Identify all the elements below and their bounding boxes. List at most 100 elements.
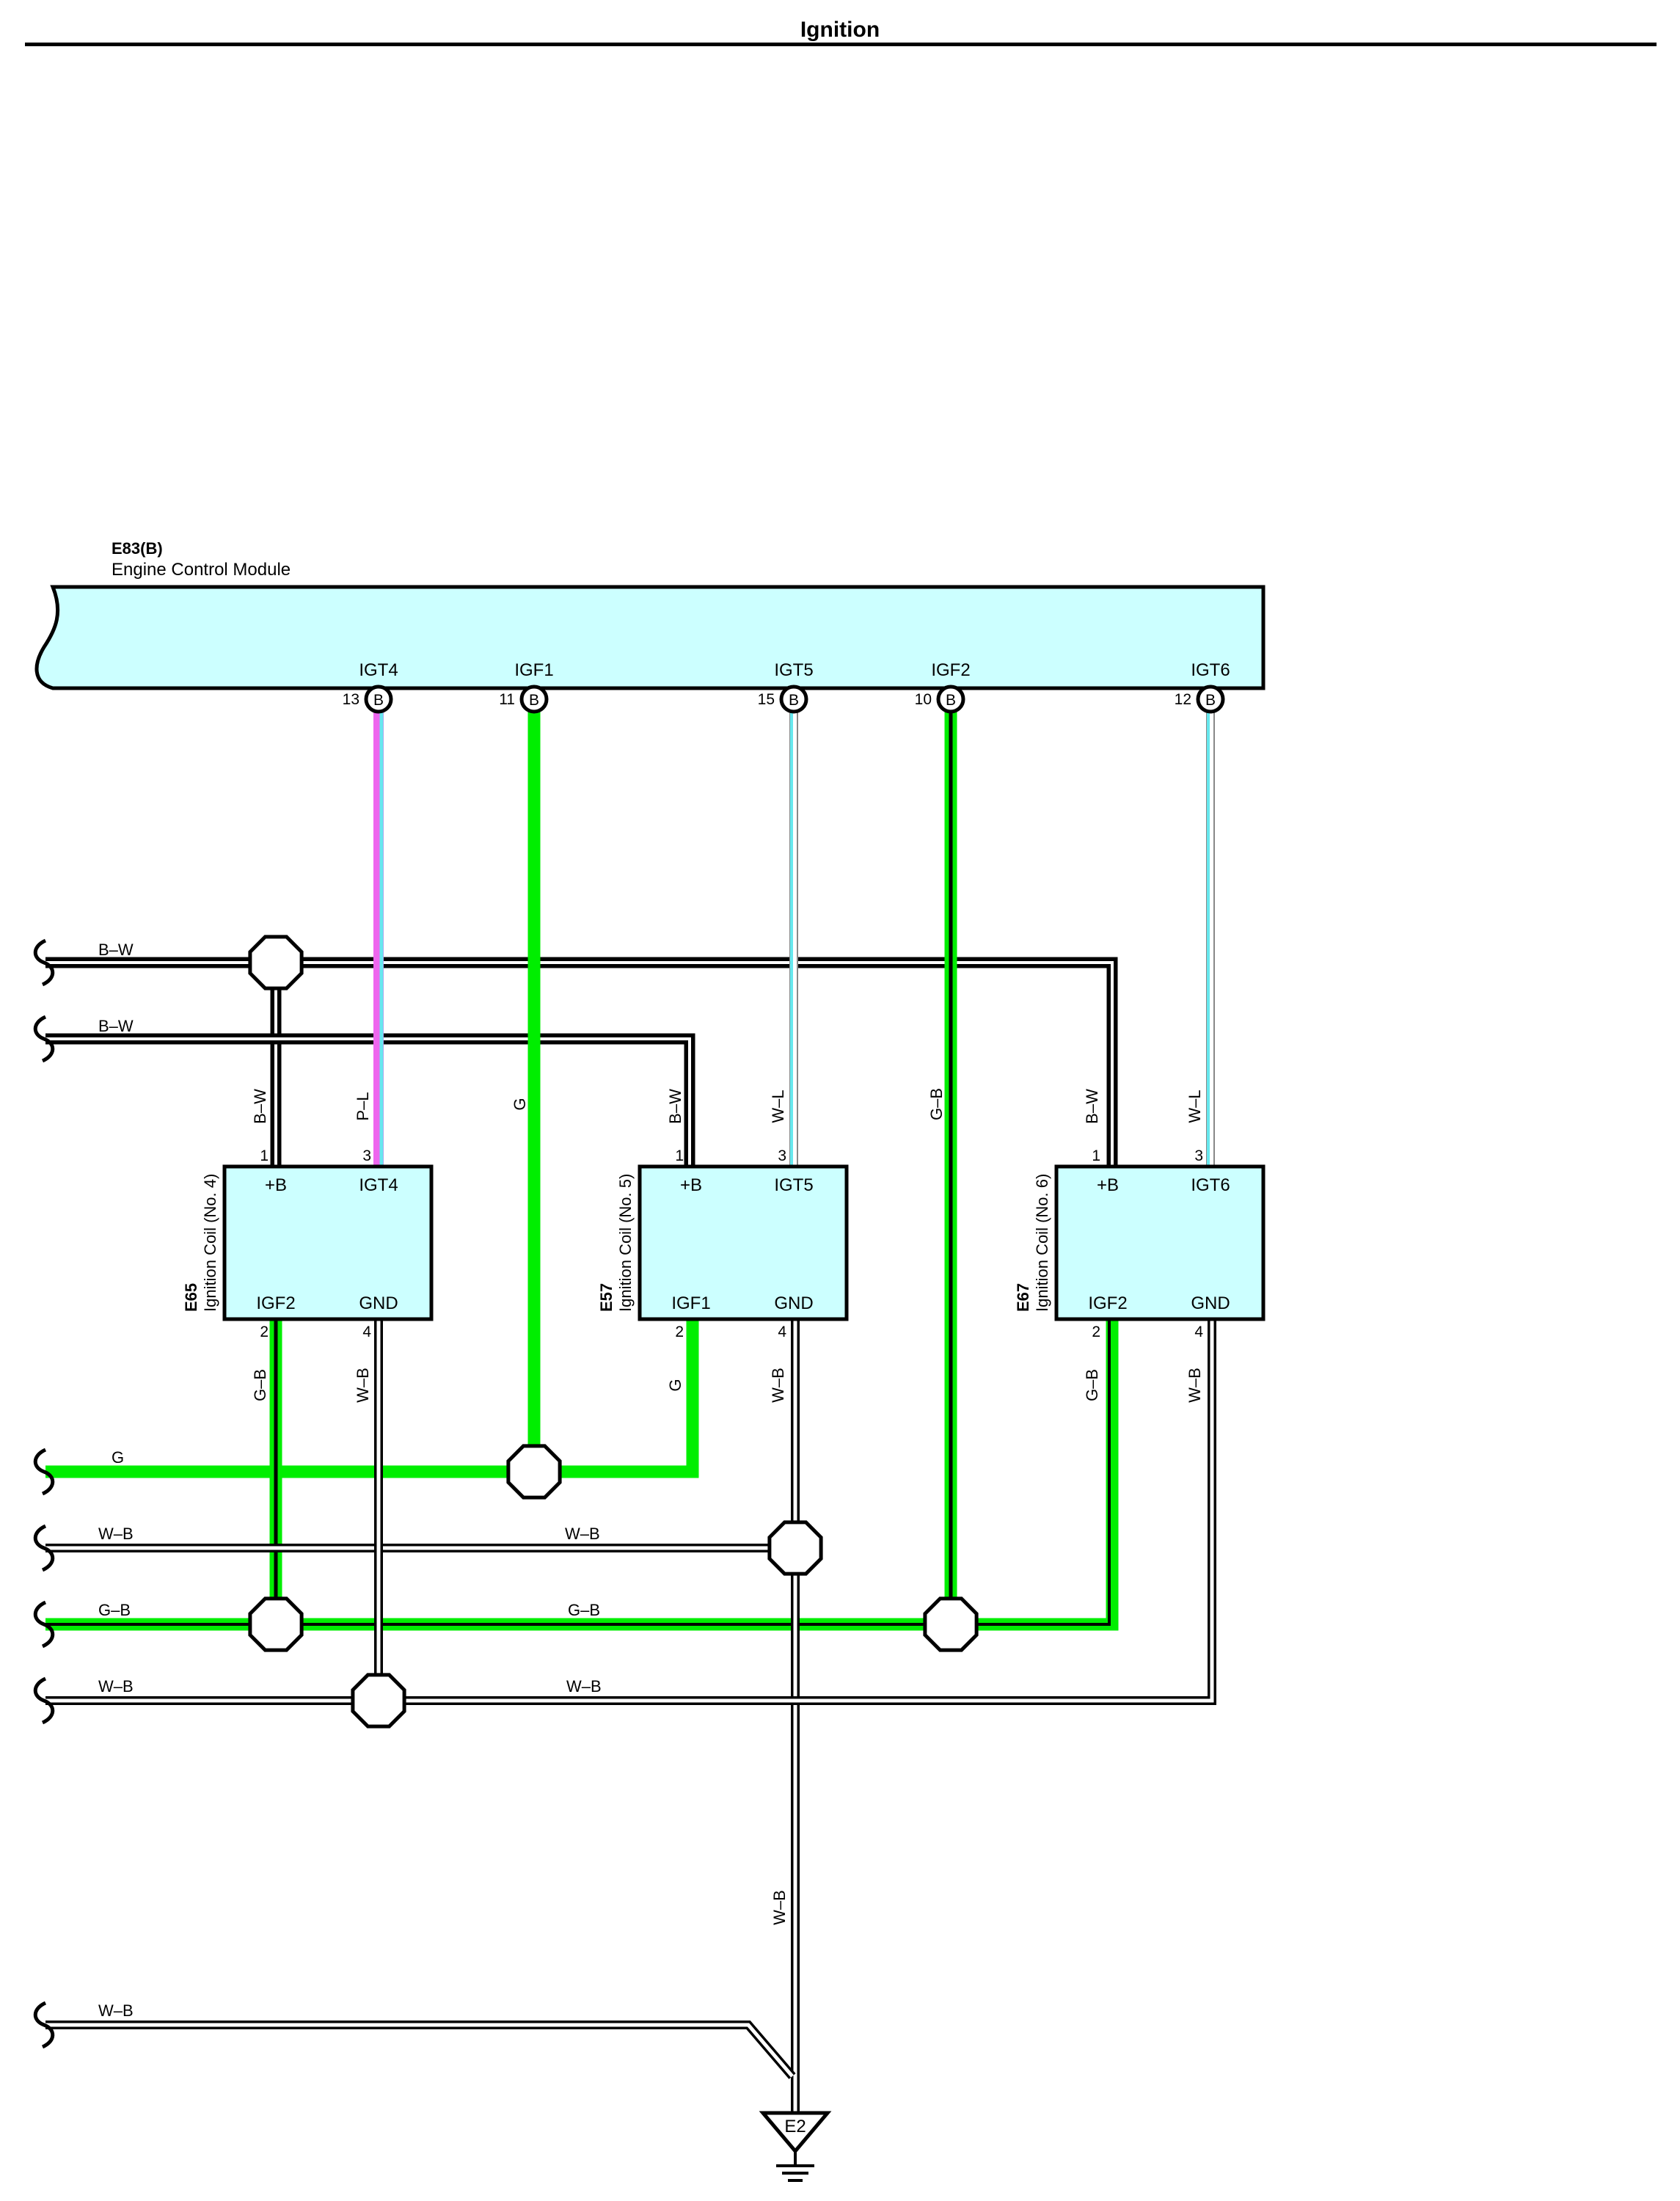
ecm-name: Engine Control Module	[112, 560, 291, 580]
coil-name: Ignition Coil (No. 5)	[616, 1174, 635, 1312]
coil-terminal-tr: IGT5	[774, 1175, 813, 1195]
coil-wire-1: B–W	[666, 1089, 684, 1124]
break-mark	[33, 2001, 55, 2049]
ground-id: E2	[784, 2117, 806, 2136]
coil-wire-3: W–L	[769, 1089, 787, 1123]
label-bus-wb2-left: W–B	[98, 1677, 134, 1696]
coil-pin-3: 3	[778, 1147, 786, 1164]
wire-g-bus	[45, 1319, 699, 1478]
coil-body	[1054, 1164, 1266, 1321]
label-bus-gb-mid: G–B	[568, 1601, 600, 1619]
svg-text:B: B	[946, 692, 956, 709]
bus-wire-labels: B–W B–W G W–B W–B G–B G–B W–B W–B W–B G …	[98, 941, 946, 2020]
splice-node	[506, 1444, 562, 1500]
coil-name: Ignition Coil (No. 6)	[1033, 1174, 1051, 1312]
coil-id: E67	[1014, 1283, 1032, 1312]
svg-text:B: B	[373, 692, 384, 709]
header-rule	[25, 43, 1657, 46]
svg-text:11: 11	[499, 691, 515, 708]
wire-wb-bus-2-core	[45, 1319, 1214, 1703]
label-igf1-vertical: G	[511, 1098, 529, 1110]
wire-bw-bus-2-core	[45, 1037, 691, 1167]
coil-wire-1: B–W	[1083, 1089, 1101, 1124]
coil-pin-2: 2	[675, 1324, 684, 1340]
coil-id: E57	[597, 1283, 616, 1312]
label-bus-wb1-left: W–B	[98, 1525, 134, 1543]
svg-text:B: B	[529, 692, 539, 709]
ground-triangle	[759, 2111, 832, 2154]
label-bus-bw1: B–W	[98, 941, 134, 959]
coil-pin-1: 1	[675, 1147, 684, 1164]
coil-wire-2: G–B	[251, 1369, 269, 1401]
coil-name: Ignition Coil (No. 4)	[201, 1174, 219, 1312]
ecm-terminal-igf2: IGF2	[931, 660, 970, 680]
svg-text:B: B	[1205, 692, 1216, 709]
wire-wb-bus-3-core	[45, 2023, 794, 2078]
coil-body	[638, 1164, 849, 1321]
coil-pin-4: 4	[778, 1324, 786, 1340]
coil-terminal-tl: +B	[265, 1175, 287, 1195]
coil-terminal-br: GND	[774, 1293, 813, 1313]
coil-wire-3: W–L	[1186, 1089, 1204, 1123]
break-mark	[33, 1015, 55, 1063]
coil-terminal-bl: IGF2	[1088, 1293, 1127, 1313]
label-igf2-vertical: G–B	[927, 1088, 946, 1120]
svg-text:B: B	[789, 692, 799, 709]
ecm-terminal-igt6: IGT6	[1191, 660, 1230, 680]
splice-node	[767, 1520, 823, 1576]
wire-gb-bus-stripe	[45, 1319, 1111, 1626]
label-ground-vertical: W–B	[770, 1890, 789, 1925]
coil-wire-1: B–W	[251, 1089, 269, 1124]
coil-pin-1: 1	[260, 1147, 269, 1164]
wire-wb-bus-2	[45, 1319, 1216, 1705]
coil-wire-4: W–B	[1186, 1368, 1204, 1403]
splice-node	[248, 1596, 304, 1652]
coil-terminal-tl: +B	[680, 1175, 702, 1195]
coil-pin-3: 3	[362, 1147, 371, 1164]
wire-bw-bus-1-core	[45, 961, 1114, 1167]
ecm-pin-igf2: 10 B	[915, 685, 965, 714]
break-mark	[33, 1524, 55, 1572]
svg-text:10: 10	[915, 691, 932, 708]
ecm-pin-igt4: 13 B	[343, 685, 393, 714]
coil-pin-2: 2	[1092, 1324, 1100, 1340]
coil-terminal-tr: IGT6	[1191, 1175, 1230, 1195]
coil-terminal-bl: IGF2	[256, 1293, 295, 1313]
coil-terminal-tl: +B	[1097, 1175, 1119, 1195]
ecm-pins: 13 B 11 B 15 B 10 B 12 B	[343, 685, 1225, 714]
wire-break-marks	[33, 938, 55, 2049]
coil-pin-3: 3	[1194, 1147, 1203, 1164]
label-bus-wb1-mid: W–B	[565, 1525, 600, 1543]
break-mark	[33, 1448, 55, 1496]
coil-pin-2: 2	[260, 1324, 269, 1340]
ecm: E83(B) Engine Control Module IGT4 IGF1 I…	[34, 539, 1266, 690]
coil-wire-4: W–B	[769, 1368, 787, 1403]
svg-text:12: 12	[1175, 691, 1191, 708]
ecm-terminal-igf1: IGF1	[514, 660, 553, 680]
splice-node	[248, 935, 304, 990]
ecm-body	[34, 585, 1266, 690]
ground-e2: E2	[759, 2111, 832, 2182]
label-bus-g: G	[112, 1448, 124, 1467]
coil-wire-2: G–B	[1083, 1369, 1101, 1401]
label-bus-bw2: B–W	[98, 1017, 134, 1035]
break-mark	[33, 1676, 55, 1725]
coil-terminal-bl: IGF1	[671, 1293, 710, 1313]
splice-nodes	[248, 935, 979, 1729]
label-bus-wb3-left: W–B	[98, 2001, 134, 2020]
splice-node	[351, 1673, 406, 1729]
coil-id: E65	[182, 1283, 200, 1312]
svg-text:15: 15	[758, 691, 775, 708]
coil-wire-2: G	[666, 1379, 684, 1391]
break-mark	[33, 1600, 55, 1649]
ecm-pin-igf1: 11 B	[499, 685, 549, 714]
ecm-pin-igt6: 12 B	[1175, 685, 1225, 714]
coil-terminal-br: GND	[1191, 1293, 1230, 1313]
svg-text:13: 13	[343, 691, 359, 708]
wires	[45, 704, 1216, 2113]
splice-node	[923, 1596, 979, 1652]
